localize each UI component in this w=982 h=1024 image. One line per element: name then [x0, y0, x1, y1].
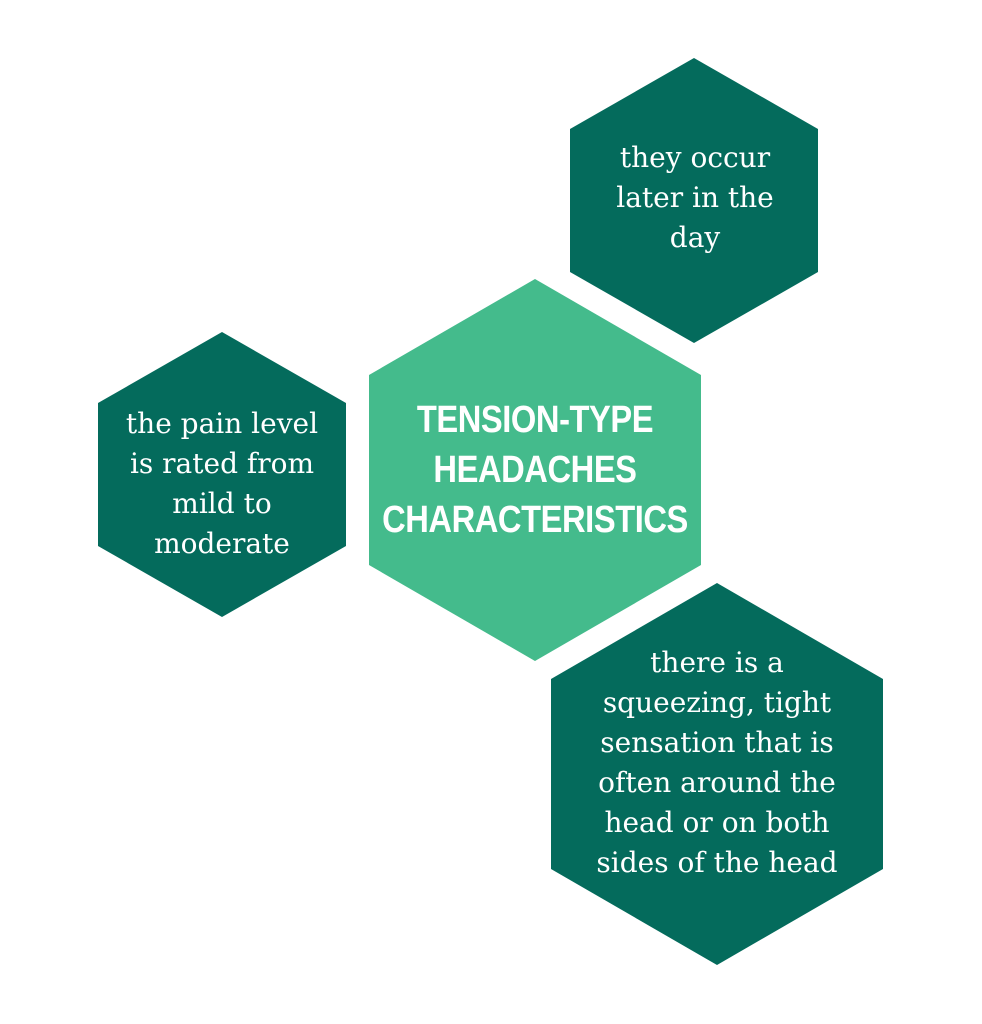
item-day: they occur later in the day	[575, 136, 815, 260]
item-squeezing: there is a squeezing, tight sensation th…	[560, 641, 874, 885]
hexagon-pain-level	[98, 332, 346, 617]
item-pain-level: the pain level is rated from mild to mod…	[100, 402, 344, 566]
item-squeezing-text: there is a squeezing, tight sensation th…	[596, 646, 838, 879]
center-hexagon	[369, 279, 701, 661]
hexagon-squeezing	[551, 583, 883, 965]
item-day-text: they occur later in the day	[616, 141, 774, 254]
center-title: TENSION-TYPE HEADACHES CHARACTERISTICS	[382, 375, 688, 565]
center-title-text: TENSION-TYPE HEADACHES CHARACTERISTICS	[382, 399, 688, 541]
hexagon-day	[570, 58, 818, 343]
item-pain-level-text: the pain level is rated from mild to mod…	[125, 407, 319, 560]
